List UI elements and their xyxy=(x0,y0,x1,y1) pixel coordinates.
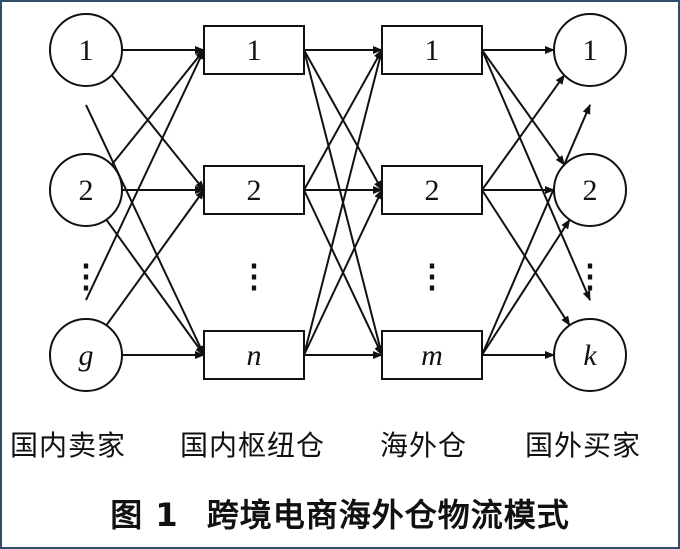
flow-arrow xyxy=(105,189,205,326)
node-label: 1 xyxy=(425,34,440,67)
node-box-overseas xyxy=(381,165,483,215)
flow-arrow xyxy=(110,74,205,191)
node-box-hubs xyxy=(203,330,305,380)
node-label: n xyxy=(247,339,262,372)
node-circle-buyers xyxy=(553,153,627,227)
flow-arrow xyxy=(481,74,566,191)
node-label: 1 xyxy=(583,34,598,67)
network-nodes: 1 2 g ⋮ 1 2 n ⋮ 1 2 m ⋮ 1 2 k ⋮ xyxy=(49,13,627,392)
node-circle-sellers xyxy=(49,318,123,392)
flow-arrow xyxy=(85,49,205,301)
node-label: g xyxy=(79,339,94,372)
flow-arrows xyxy=(85,46,591,359)
flow-arrow xyxy=(110,49,205,166)
flow-arrow xyxy=(303,189,383,356)
flow-arrow xyxy=(303,49,384,356)
column-label-sellers: 国内卖家 xyxy=(10,429,127,462)
ellipsis-dots: ⋮ xyxy=(70,258,102,294)
figure-caption: 图 1 跨境电商海外仓物流模式 xyxy=(0,490,680,536)
flow-arrow xyxy=(481,103,591,356)
flow-arrow xyxy=(481,218,571,356)
flow-arrow xyxy=(481,49,566,166)
node-box-overseas xyxy=(381,25,483,75)
node-label: m xyxy=(421,339,443,372)
column-label-buyers: 国外买家 xyxy=(525,429,642,462)
node-label: 2 xyxy=(425,174,440,207)
flow-arrow xyxy=(481,189,571,327)
column-label-hubs: 国内枢纽仓 xyxy=(180,429,326,462)
node-label: 2 xyxy=(583,174,598,207)
node-circle-sellers xyxy=(49,153,123,227)
flow-arrow xyxy=(85,104,205,356)
node-circle-sellers xyxy=(49,13,123,87)
node-circle-buyers xyxy=(553,318,627,392)
node-box-hubs xyxy=(203,25,305,75)
node-circle-buyers xyxy=(553,13,627,87)
figure-title: 跨境电商海外仓物流模式 xyxy=(206,496,570,534)
ellipsis-dots: ⋮ xyxy=(416,258,448,294)
node-box-hubs xyxy=(203,165,305,215)
node-label: 1 xyxy=(79,34,94,67)
node-label: 2 xyxy=(247,174,262,207)
ellipsis-dots: ⋮ xyxy=(238,258,270,294)
node-label: k xyxy=(583,339,597,372)
figure-number: 图 1 xyxy=(110,496,179,534)
ellipsis-dots: ⋮ xyxy=(574,258,606,294)
node-label: 1 xyxy=(247,34,262,67)
node-box-overseas xyxy=(381,330,483,380)
node-label: 2 xyxy=(79,174,94,207)
column-label-overseas: 海外仓 xyxy=(380,429,468,462)
flow-arrow xyxy=(303,49,383,191)
flow-arrow xyxy=(481,49,591,302)
flow-arrow xyxy=(105,219,205,356)
